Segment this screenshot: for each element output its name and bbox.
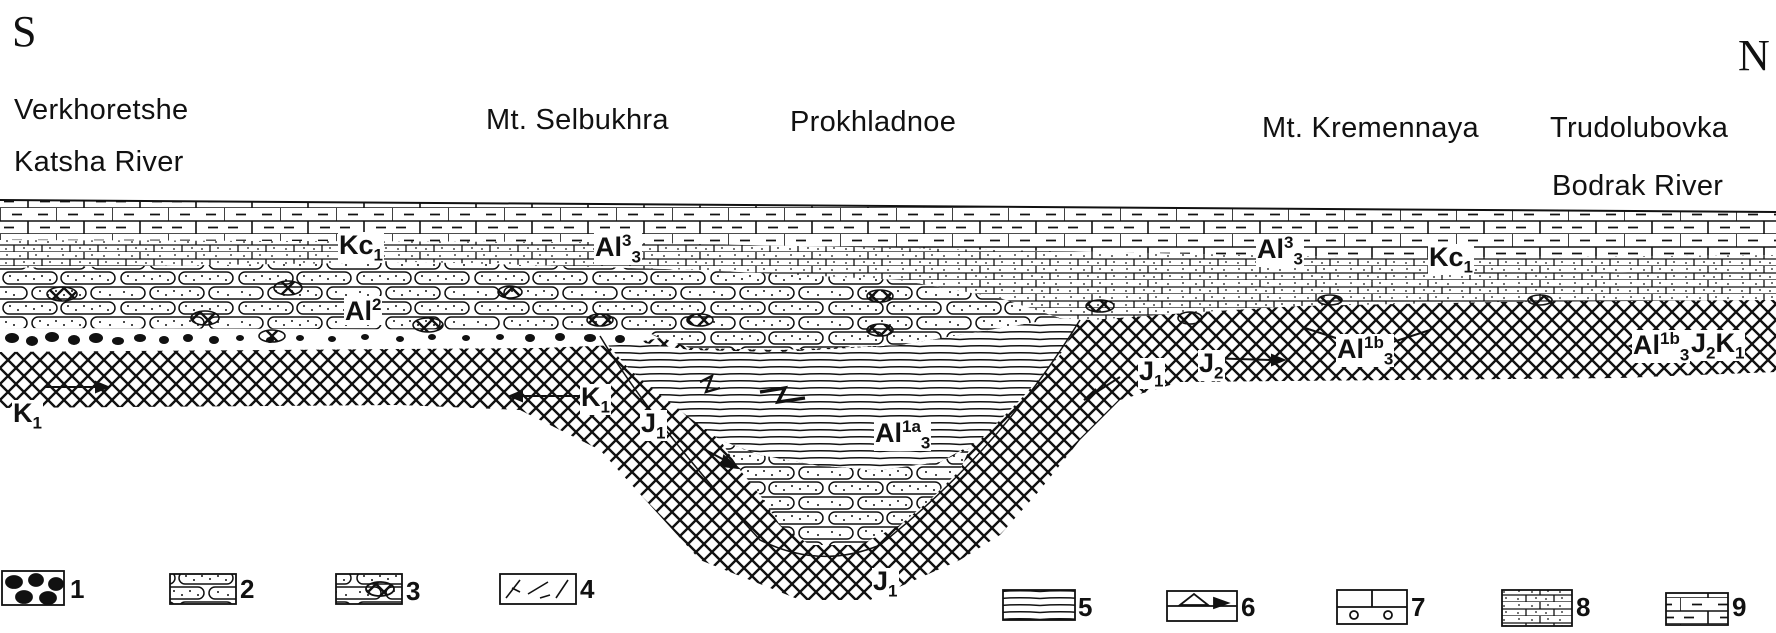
locality-prokhladnoe: Prokhladnoe	[790, 106, 956, 139]
legend-4: 4	[580, 574, 594, 605]
legend-8: 8	[1576, 592, 1590, 623]
unit-kc1-left: Kc1	[338, 232, 384, 263]
legend-7: 7	[1411, 592, 1425, 623]
locality-mt-kremennaya: Mt. Kremennaya	[1262, 112, 1479, 145]
unit-j2-mid: J2	[1198, 350, 1225, 381]
unit-kc1-right: Kc1	[1428, 244, 1474, 275]
unit-al3-1b-mid: Al1b3	[1336, 334, 1394, 367]
legend-3: 3	[406, 576, 420, 607]
legend-9: 9	[1732, 592, 1746, 623]
unit-al3-1b-right: Al1b3	[1632, 330, 1690, 363]
unit-j2-k1: J2K1	[1690, 330, 1745, 361]
locality-bodrak-river: Bodrak River	[1552, 170, 1723, 203]
locality-trudolubovka: Trudolubovka	[1550, 112, 1728, 145]
locality-katsha-river: Katsha River	[14, 146, 184, 179]
unit-al3-1a: Al1a3	[874, 418, 931, 451]
unit-al2: Al2	[344, 296, 382, 325]
locality-verkhoretshe: Verkhoretshe	[14, 94, 189, 127]
south-label: S	[12, 6, 36, 57]
unit-j1-bottom: J1	[872, 568, 899, 599]
legend-1: 1	[70, 574, 84, 605]
legend-2: 2	[240, 574, 254, 605]
legend-5: 5	[1078, 592, 1092, 623]
unit-al3-3-left: Al33	[594, 232, 642, 265]
unit-k1-mid: K1	[580, 384, 611, 415]
unit-j1-left: J1	[640, 410, 667, 441]
locality-mt-selbukhra: Mt. Selbukhra	[486, 104, 669, 137]
unit-k1-left: K1	[12, 400, 43, 431]
unit-al3-3-right: Al33	[1256, 234, 1304, 267]
legend-6: 6	[1241, 592, 1255, 623]
north-label: N	[1738, 30, 1770, 81]
unit-j1-right: J1	[1138, 358, 1165, 389]
